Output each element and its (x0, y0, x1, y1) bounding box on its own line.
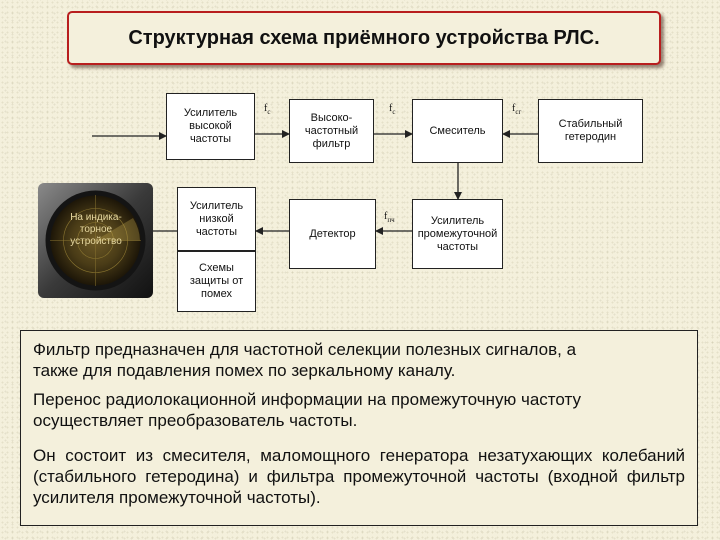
signal-label-fpch: fпч (384, 211, 395, 224)
description-box: Фильтр предназначен для частотной селекц… (20, 330, 698, 526)
signal-label-fcg: fcг (512, 103, 522, 116)
local-oscillator-block: Стабильный гетеродин (538, 99, 643, 163)
radar-screen-icon (38, 183, 153, 298)
lf-amplifier-block: Усилитель низкой частоты (177, 187, 256, 251)
title-frame: Структурная схема приёмного устройства Р… (67, 11, 661, 65)
if-amplifier-block: Усилитель промежуточной частоты (412, 199, 503, 269)
paragraph: Он состоит из смесителя, маломощного ген… (33, 446, 685, 507)
paragraph: Перенос радиолокационной информации на п… (33, 390, 581, 430)
detector-block: Детектор (289, 199, 376, 269)
rf-amplifier-block: Усилитель высокой частоты (166, 93, 255, 160)
mixer-block: Смеситель (412, 99, 503, 163)
page-title: Структурная схема приёмного устройства Р… (128, 26, 600, 49)
indicator-label: На индика- торное устройство (70, 212, 122, 247)
hf-filter-block: Высоко- частотный фильтр (289, 99, 374, 163)
paragraph: Фильтр предназначен для частотной селекц… (33, 340, 577, 380)
signal-label-fc: fc (264, 103, 271, 116)
protection-block: Схемы защиты от помех (177, 251, 256, 312)
signal-label-fc: fc (389, 103, 396, 116)
